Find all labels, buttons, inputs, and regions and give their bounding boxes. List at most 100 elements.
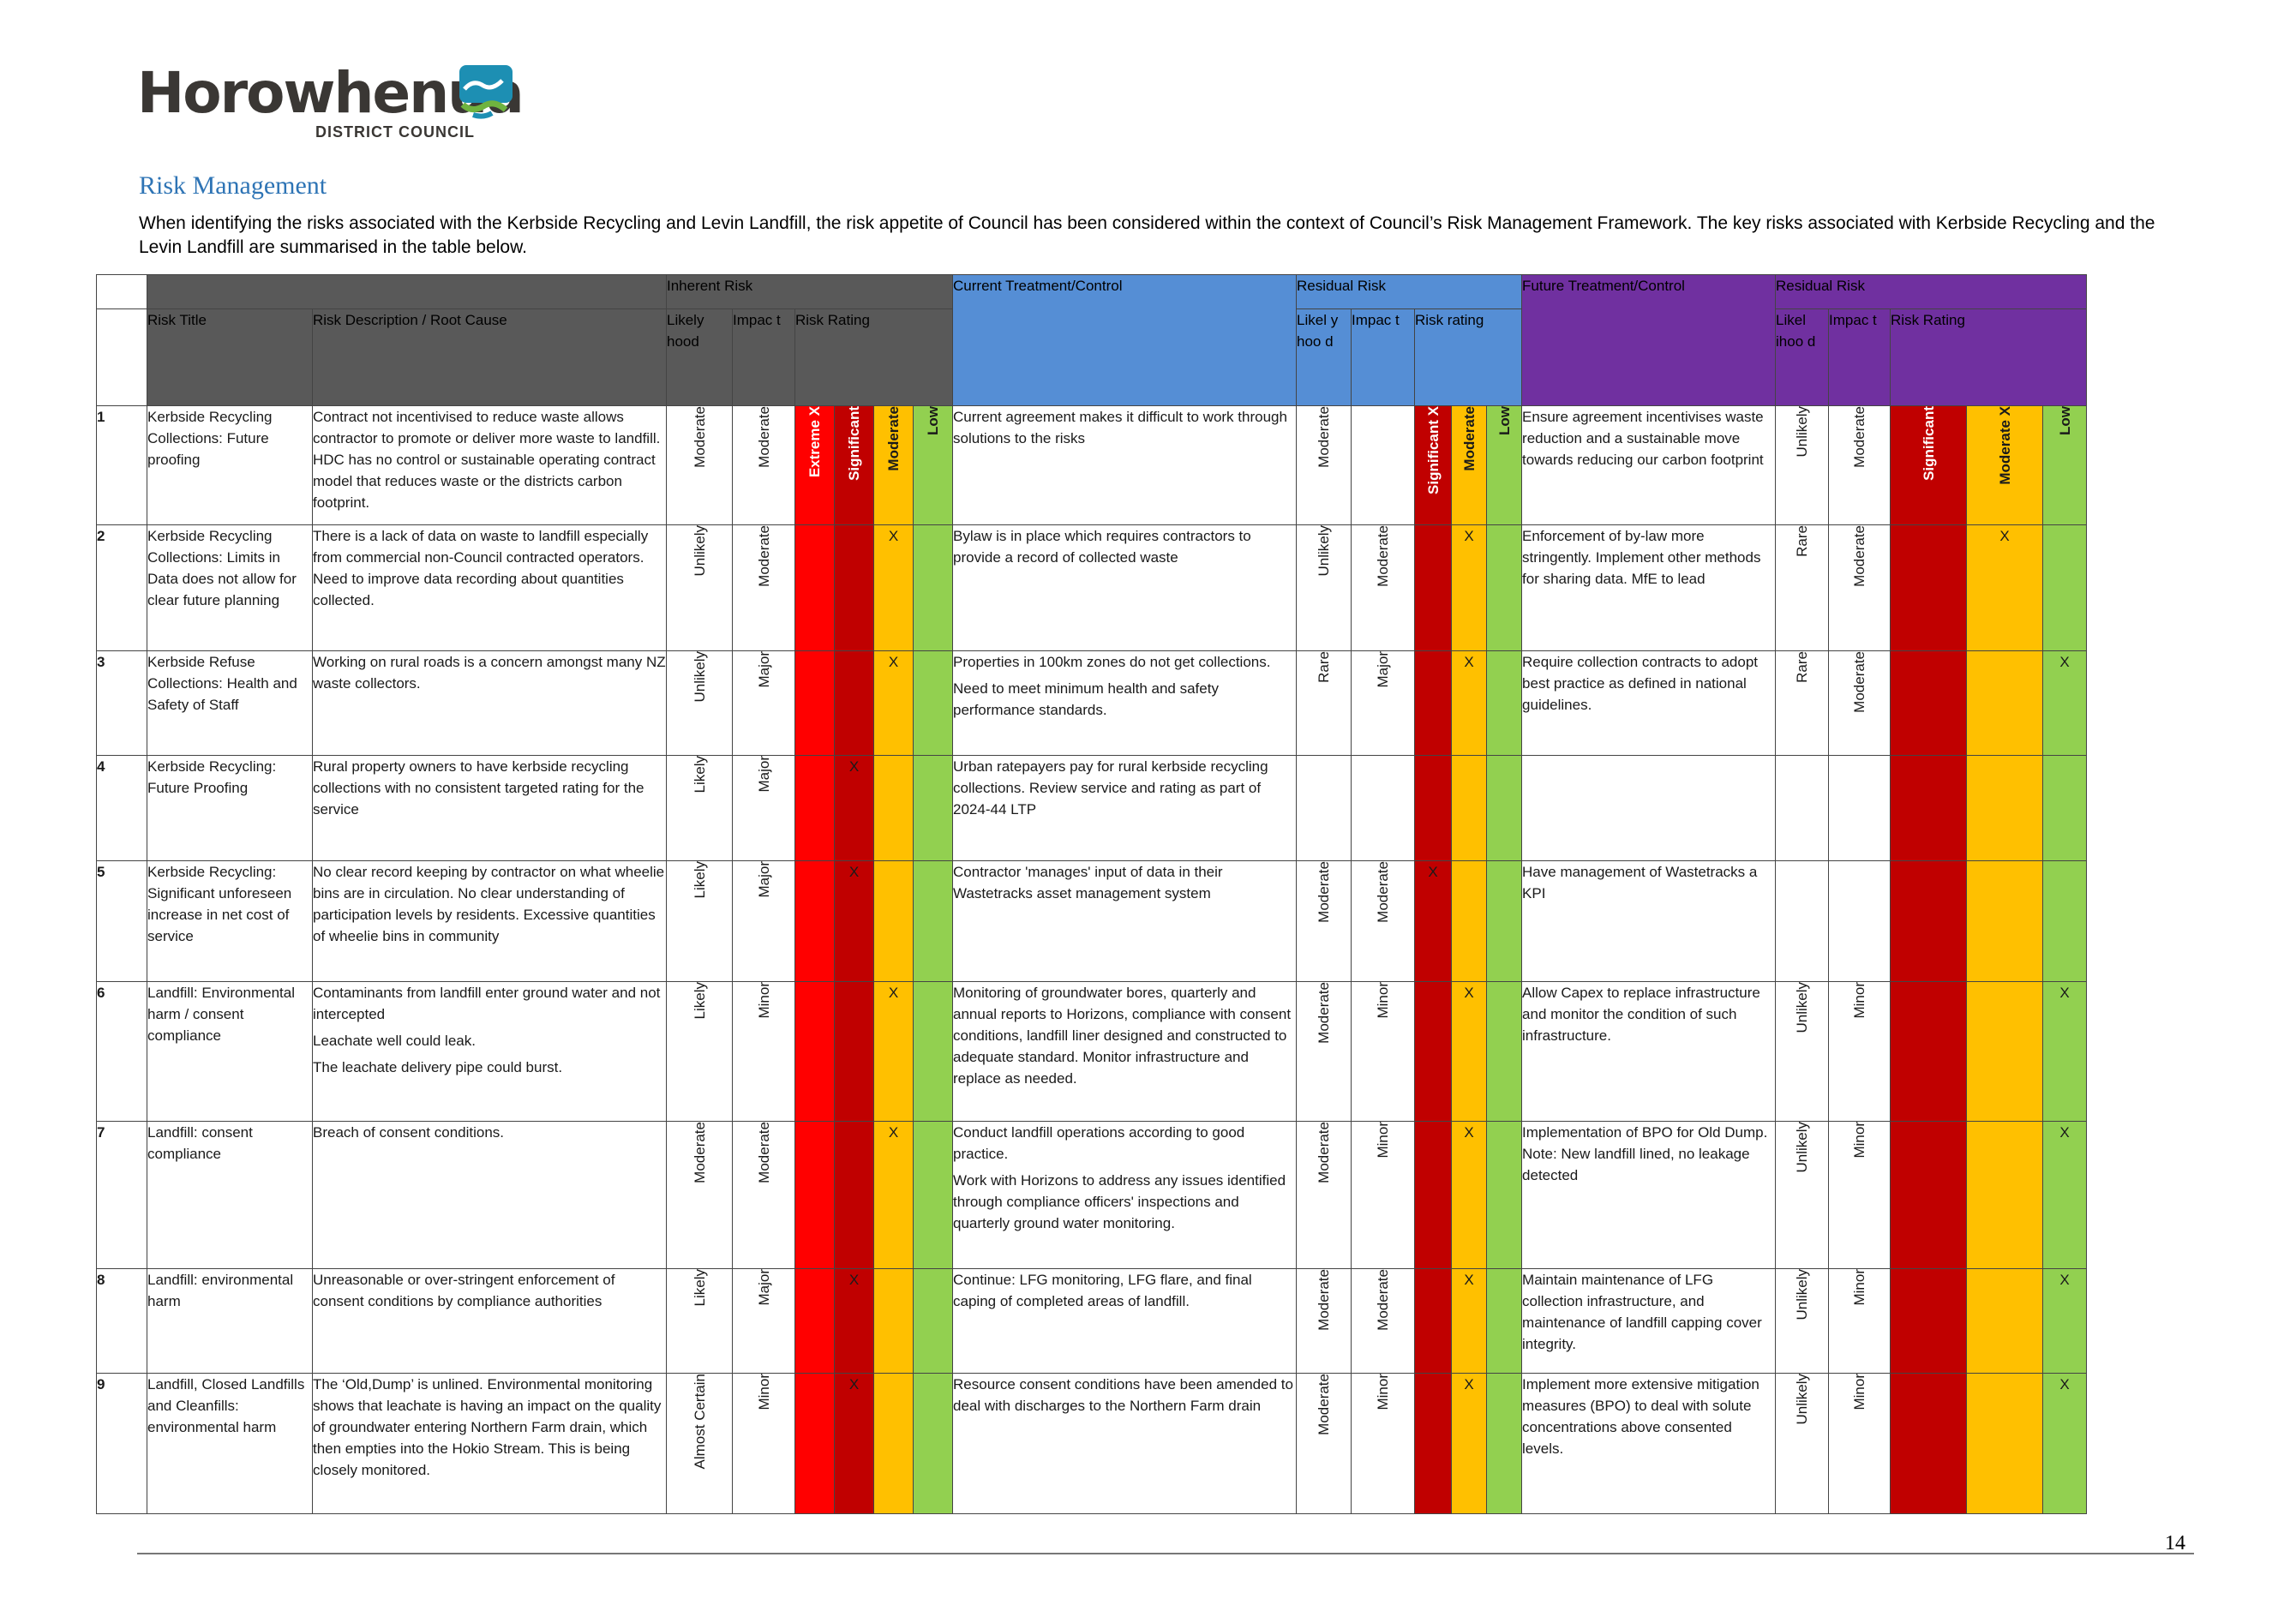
risk-title: Kerbside Recycling: Future Proofing — [147, 754, 313, 861]
inh-likelihood: Likely — [666, 859, 733, 982]
inh-rating-cell — [834, 1121, 874, 1269]
res2-rating-cell: X — [2042, 1267, 2088, 1374]
cell-paragraph: Contract not incentivised to reduce wast… — [313, 409, 661, 512]
inh-rating-cell — [912, 1121, 954, 1269]
current-treatment: Monitoring of groundwater bores, quarter… — [952, 980, 1298, 1123]
res-impact: Moderate — [1351, 859, 1416, 982]
inh-likelihood-text: Unlikely — [691, 650, 708, 703]
inh-rating-cell — [794, 524, 835, 651]
risk-description: Contaminants from landfill enter ground … — [312, 980, 667, 1123]
cell-paragraph: Unreasonable or over-stringent enforceme… — [313, 1271, 615, 1309]
inh-rating-cell — [912, 980, 954, 1123]
res-likelihood-text: Moderate — [1316, 981, 1333, 1044]
inh-rating-cell — [912, 524, 954, 651]
res2-rating-cell — [1890, 650, 1968, 756]
risk-description: Breach of consent conditions. — [312, 1121, 667, 1269]
future-treatment: Enforcement of by-law more stringently. … — [1521, 524, 1777, 651]
inh-likelihood-text: Likely — [691, 1268, 708, 1306]
inh-rating-cell — [794, 980, 835, 1123]
risk-description: Working on rural roads is a concern amon… — [312, 650, 667, 756]
inh-rating-cell — [794, 754, 835, 861]
res-rating-cell — [1414, 754, 1453, 861]
cell-paragraph: Contaminants from landfill enter ground … — [313, 984, 661, 1022]
cell-paragraph: Conduct landfill operations according to… — [953, 1124, 1245, 1163]
cell-paragraph: Need to meet minimum health and safety p… — [953, 680, 1219, 718]
res2-impact: Minor — [1828, 1267, 1891, 1374]
res-rating-label: Moderate — [1451, 405, 1488, 526]
cell-paragraph: Ensure agreement incentivises waste redu… — [1522, 409, 1764, 469]
inh-rating-cell — [794, 650, 835, 756]
res2-rating-cell — [1890, 754, 1968, 861]
res2-rating-cell — [2042, 524, 2088, 651]
cell-paragraph: Landfill, Closed Landfills and Cleanfill… — [147, 1375, 305, 1435]
res2-rating-label: Significant — [1890, 405, 1968, 526]
inh-impact: Moderate — [732, 405, 795, 526]
future-treatment: Allow Capex to replace infrastructure an… — [1521, 980, 1777, 1123]
cell-paragraph: Properties in 100km zones do not get col… — [953, 653, 1271, 670]
current-treatment: Conduct landfill operations according to… — [952, 1121, 1298, 1269]
res2-impact-text: Moderate — [1851, 525, 1868, 588]
header-inh-rating: Risk Rating — [794, 308, 954, 407]
row-number: 1 — [96, 405, 147, 526]
res-rating-cell — [1486, 1372, 1523, 1515]
res2-impact-text: Minor — [1851, 1122, 1868, 1159]
res2-rating-cell — [1966, 754, 2044, 861]
row-number: 6 — [96, 980, 147, 1123]
inh-rating-cell: X — [834, 1372, 874, 1515]
row-number: 3 — [96, 650, 147, 756]
inh-impact: Major — [732, 859, 795, 982]
inh-likelihood-text: Likely — [691, 755, 708, 794]
cell-paragraph: Landfill: Environmental harm / consent c… — [147, 984, 295, 1044]
intro-paragraph: When identifying the risks associated wi… — [139, 213, 2155, 257]
future-treatment: Have management of Wastetracks a KPI — [1521, 859, 1777, 982]
res-rating-cell: X — [1451, 1267, 1488, 1374]
res2-likelihood: Unlikely — [1775, 405, 1830, 526]
res-rating-cell — [1486, 1267, 1523, 1374]
cell-paragraph: Urban ratepayers pay for rural kerbside … — [953, 758, 1268, 817]
res2-rating-cell: X — [2042, 980, 2088, 1123]
rating-label-text: Significant X — [1424, 406, 1442, 495]
risk-title: Landfill: environmental harm — [147, 1267, 313, 1374]
res-rating-cell — [1451, 859, 1488, 982]
risk-description: No clear record keeping by contractor on… — [312, 859, 667, 982]
inh-likelihood: Likely — [666, 754, 733, 861]
res2-likelihood-text: Rare — [1794, 650, 1811, 683]
current-treatment: Bylaw is in place which requires contrac… — [952, 524, 1298, 651]
header-res-rating: Risk rating — [1414, 308, 1523, 407]
res-likelihood-text: Moderate — [1316, 1268, 1333, 1331]
inh-likelihood-text: Likely — [691, 981, 708, 1020]
inh-likelihood-text: Moderate — [691, 1122, 708, 1183]
cell-paragraph: Implementation of BPO for Old Dump. Note… — [1522, 1124, 1768, 1184]
inh-rating-cell — [794, 1372, 835, 1515]
res-likelihood: Moderate — [1296, 405, 1352, 526]
inh-rating-cell — [794, 859, 835, 982]
cell-paragraph: Working on rural roads is a concern amon… — [313, 653, 666, 692]
res-impact-text: Minor — [1375, 1373, 1392, 1410]
inh-rating-cell: X — [873, 980, 914, 1123]
rating-label-text: Significant — [1920, 406, 1937, 482]
res-likelihood: Moderate — [1296, 1372, 1352, 1515]
header-residual-risk-2: Residual Risk — [1775, 273, 2088, 310]
res2-impact: Minor — [1828, 1121, 1891, 1269]
section-title: Risk Management — [139, 171, 327, 200]
cell-paragraph: Kerbside Recycling: Future Proofing — [147, 758, 277, 796]
inh-likelihood: Unlikely — [666, 650, 733, 756]
inh-rating-cell: X — [873, 524, 914, 651]
rating-label-text: Moderate — [1460, 406, 1478, 471]
risk-title: Landfill: consent compliance — [147, 1121, 313, 1269]
header-res2-impact: Impac t — [1828, 308, 1891, 407]
inh-likelihood: Likely — [666, 1267, 733, 1374]
res2-rating-cell — [1890, 859, 1968, 982]
inh-rating-cell — [834, 524, 874, 651]
inh-impact: Major — [732, 1267, 795, 1374]
council-logo: Horowhenua DISTRICT COUNCIL — [137, 65, 525, 141]
inh-impact-text: Moderate — [755, 406, 772, 469]
inh-impact-text: Minor — [755, 981, 772, 1019]
res-impact-text: Minor — [1375, 1122, 1392, 1159]
res2-rating-cell — [1966, 1121, 2044, 1269]
res-impact-text: Moderate — [1375, 525, 1392, 588]
current-treatment: Current agreement makes it difficult to … — [952, 405, 1298, 526]
